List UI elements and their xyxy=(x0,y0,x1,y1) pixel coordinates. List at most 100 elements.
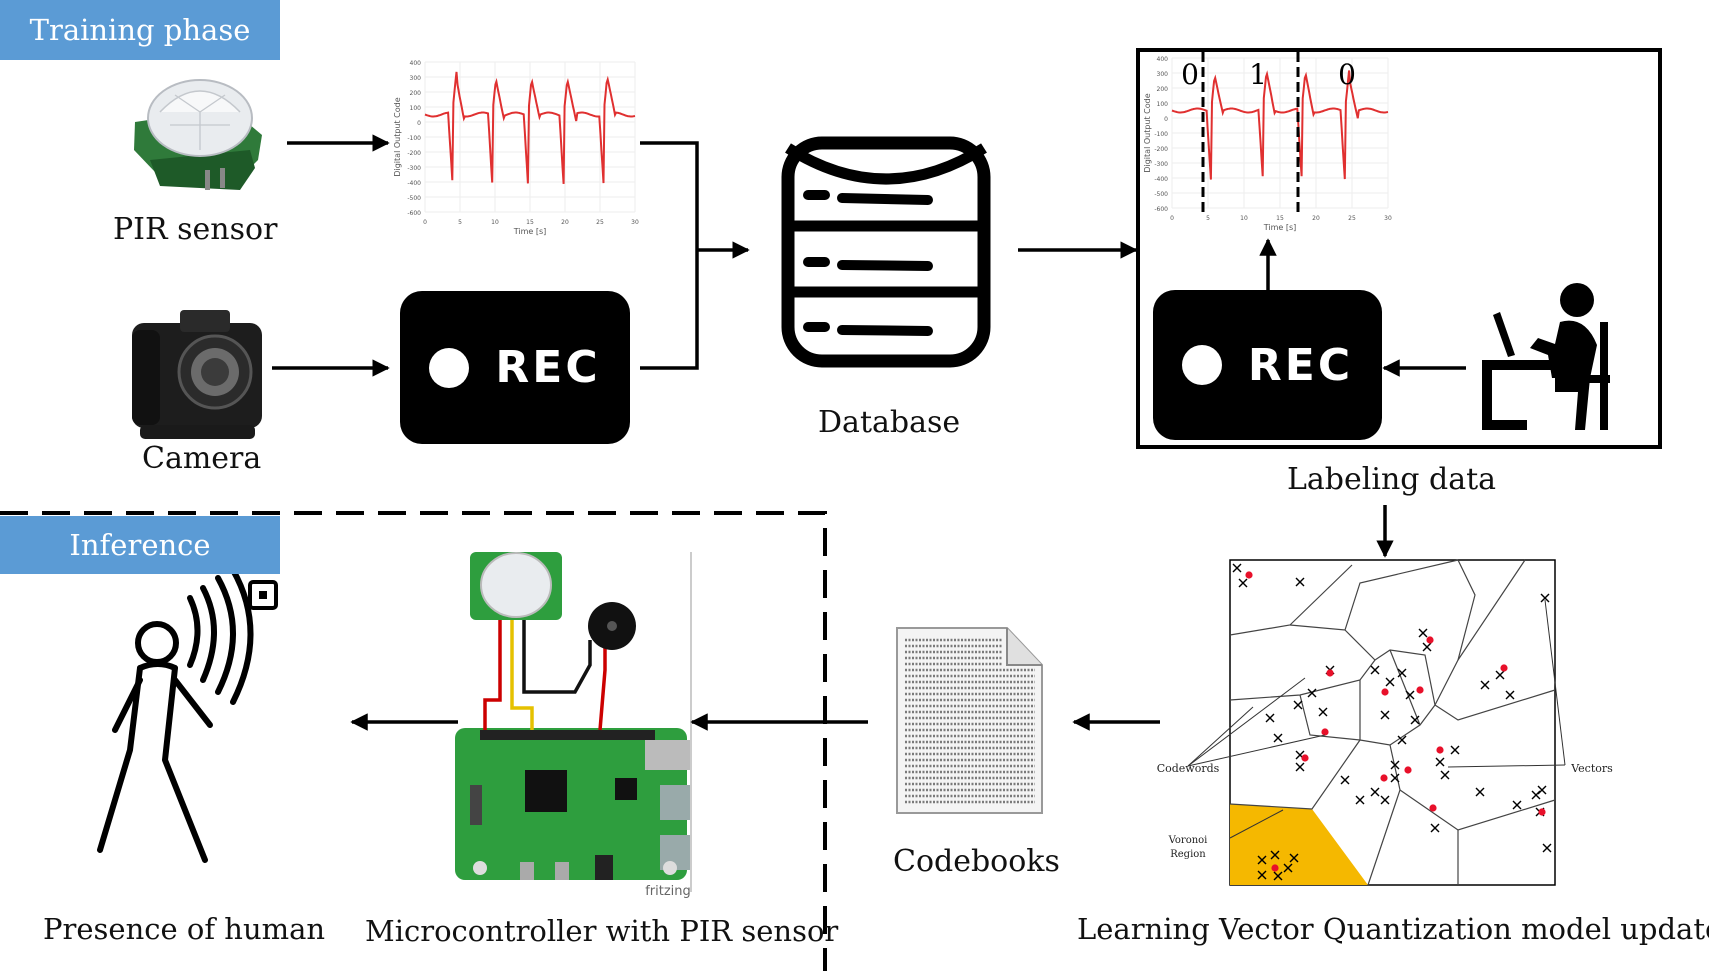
voronoi-region-label-2: Region xyxy=(1170,849,1206,860)
person-at-computer-icon xyxy=(1482,283,1610,430)
voronoi-region-label-1: Voronoi xyxy=(1168,835,1208,846)
vector-mark xyxy=(1512,800,1522,810)
vector-mark xyxy=(1232,563,1242,573)
pir-sensor-label: PIR sensor xyxy=(113,212,278,247)
vector-mark xyxy=(1307,688,1317,698)
y-tick-label: -100 xyxy=(1154,131,1168,138)
vector-mark xyxy=(1273,871,1283,881)
pir-sensor-icon xyxy=(134,79,262,190)
codeword-point xyxy=(1301,754,1309,762)
vector-mark xyxy=(1380,795,1390,805)
x-tick-label: 15 xyxy=(1276,215,1284,222)
voronoi-diagram: Codewords Vectors Voronoi Region xyxy=(1157,559,1613,886)
vector-mark xyxy=(1295,750,1305,760)
lvq-update-label: Learning Vector Quantization model updat… xyxy=(1077,912,1709,946)
x-tick-label: 15 xyxy=(526,219,534,226)
codewords-label: Codewords xyxy=(1157,762,1220,775)
vector-mark xyxy=(1430,823,1440,833)
vector-mark xyxy=(1397,735,1407,745)
vector-mark xyxy=(1390,760,1400,770)
codeword-point xyxy=(1500,664,1508,672)
database-label: Database xyxy=(818,405,961,440)
x-tick-label: 0 xyxy=(1170,215,1174,222)
codeword-point xyxy=(1404,766,1412,774)
codebooks-document-icon xyxy=(896,627,1043,814)
x-tick-label: 30 xyxy=(1384,215,1392,222)
y-tick-label: -100 xyxy=(407,135,421,142)
vector-mark xyxy=(1370,665,1380,675)
labeling-rec-block: REC xyxy=(1153,290,1382,440)
labeled-plot-ylabel: Digital Output Code xyxy=(1143,93,1152,172)
labeling-data-label: Labeling data xyxy=(1287,462,1497,497)
codeword-point xyxy=(1380,774,1388,782)
codeword-point xyxy=(1426,636,1434,644)
vector-mark xyxy=(1397,668,1407,678)
vector-mark xyxy=(1340,775,1350,785)
vector-mark xyxy=(1257,870,1267,880)
y-tick-label: 200 xyxy=(1157,86,1169,93)
y-tick-label: 0 xyxy=(417,120,421,127)
y-tick-label: 400 xyxy=(410,60,422,67)
y-tick-label: 200 xyxy=(410,90,422,97)
fritzing-label: fritzing xyxy=(645,884,691,899)
vector-mark xyxy=(1540,593,1550,603)
codeword-point xyxy=(1326,669,1334,677)
codeword-point xyxy=(1416,686,1424,694)
y-tick-label: 100 xyxy=(410,105,422,112)
record-dot-icon xyxy=(1181,345,1222,385)
vector-mark xyxy=(1475,787,1485,797)
y-tick-label: -300 xyxy=(407,165,421,172)
microcontroller-label: Microcontroller with PIR sensor xyxy=(365,914,839,948)
y-tick-label: 0 xyxy=(1164,116,1168,123)
presence-of-human-label: Presence of human xyxy=(43,912,326,946)
vector-mark xyxy=(1435,757,1445,767)
x-tick-label: 10 xyxy=(1240,215,1248,222)
flow-arrows xyxy=(272,134,1466,731)
y-tick-label: -200 xyxy=(407,150,421,157)
codebooks-label: Codebooks xyxy=(893,844,1060,879)
vector-mark xyxy=(1418,628,1428,638)
vector-mark xyxy=(1390,773,1400,783)
y-tick-label: -600 xyxy=(407,210,421,217)
vector-mark xyxy=(1355,795,1365,805)
vector-mark xyxy=(1318,707,1328,717)
vector-mark xyxy=(1270,850,1280,860)
vector-mark xyxy=(1410,715,1420,725)
record-dot-icon xyxy=(429,347,470,388)
codeword-point xyxy=(1271,864,1279,872)
vector-mark xyxy=(1542,843,1552,853)
y-tick-label: 300 xyxy=(410,75,422,82)
codeword-point xyxy=(1429,804,1437,812)
vector-mark xyxy=(1495,670,1505,680)
segment-label-1: 1 xyxy=(1249,58,1267,91)
y-tick-label: -500 xyxy=(407,195,421,202)
codeword-point xyxy=(1436,746,1444,754)
y-tick-label: 400 xyxy=(1157,56,1169,63)
pir-plot-ylabel: Digital Output Code xyxy=(393,97,402,176)
vector-mark xyxy=(1537,785,1547,795)
vectors-label: Vectors xyxy=(1570,762,1613,775)
x-tick-label: 25 xyxy=(596,219,604,226)
vector-mark xyxy=(1385,677,1395,687)
codeword-point xyxy=(1381,688,1389,696)
segment-label-2: 0 xyxy=(1338,58,1356,91)
codeword-point xyxy=(1321,728,1329,736)
segment-label-0: 0 xyxy=(1181,58,1199,91)
vector-mark xyxy=(1380,710,1390,720)
codeword-point xyxy=(1538,808,1546,816)
codeword-point xyxy=(1245,571,1253,579)
y-tick-label: -200 xyxy=(1154,146,1168,153)
vector-mark xyxy=(1283,863,1293,873)
labeled-plot-xlabel: Time [s] xyxy=(1263,223,1297,232)
x-tick-label: 20 xyxy=(561,219,569,226)
y-tick-label: -600 xyxy=(1154,206,1168,213)
inference-boundary xyxy=(0,511,827,971)
y-tick-label: 300 xyxy=(1157,71,1169,78)
vector-mark xyxy=(1295,577,1305,587)
vector-mark xyxy=(1480,680,1490,690)
camera-rec-block: REC xyxy=(400,291,630,444)
vector-mark xyxy=(1405,690,1415,700)
x-tick-label: 25 xyxy=(1348,215,1356,222)
